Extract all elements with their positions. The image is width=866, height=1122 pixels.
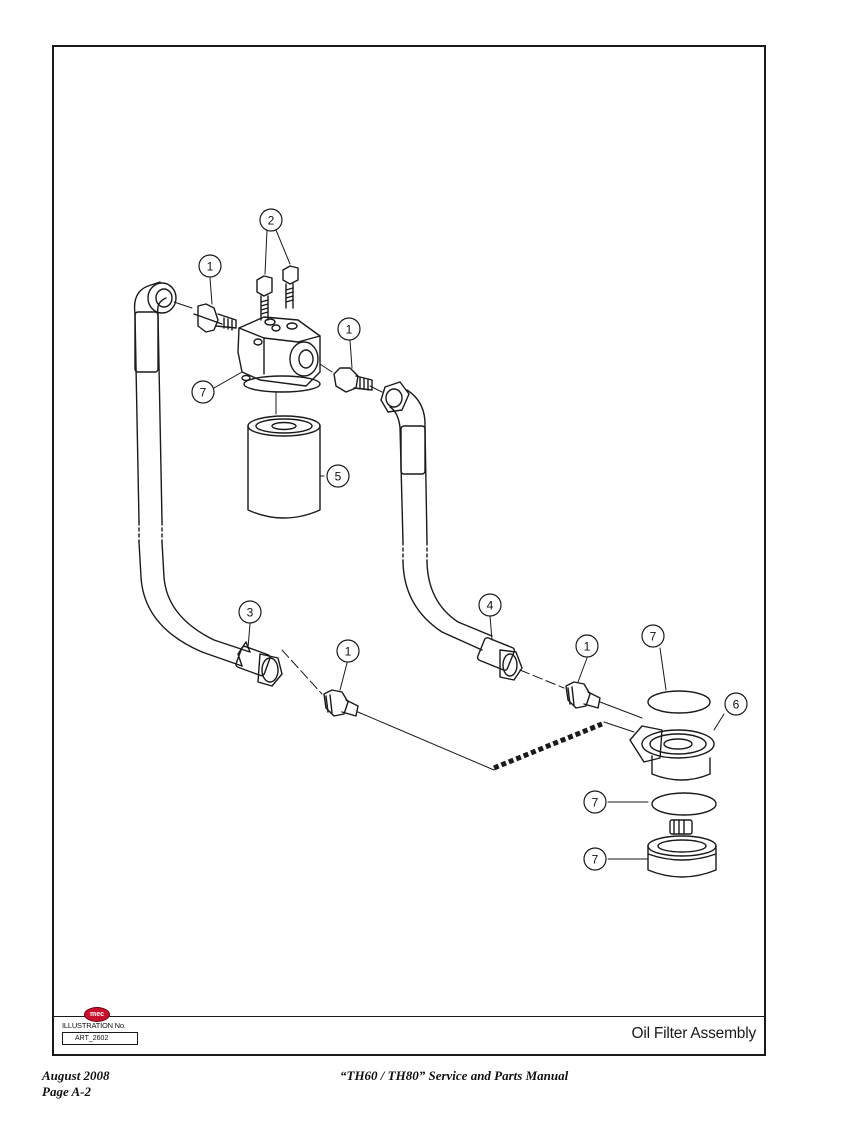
callout-1-upper-right: 1 xyxy=(337,317,361,341)
callout-label: 7 xyxy=(200,386,207,400)
connecting-tube xyxy=(493,721,603,771)
callouts: 1 2 1 7 5 1 3 4 1 7 6 7 7 xyxy=(191,208,748,871)
remote-filter-element xyxy=(647,819,717,878)
callout-label: 1 xyxy=(346,323,353,337)
footer-manual-title: “TH60 / TH80” Service and Parts Manual xyxy=(340,1068,569,1083)
fitting-upper-left xyxy=(193,303,237,333)
fitting-upper-right xyxy=(333,367,373,393)
figure-title: Oil Filter Assembly xyxy=(631,1025,756,1042)
hose-left xyxy=(133,281,283,687)
callout-label: 2 xyxy=(268,214,275,228)
page-frame: 1 2 1 7 5 1 3 4 1 7 6 7 7 mec ILLUSTRATI… xyxy=(52,45,766,1056)
illustration-label: ILLUSTRATION No. xyxy=(62,1021,126,1030)
hose-right xyxy=(380,381,523,681)
callout-7-o-ring-upper: 7 xyxy=(641,624,665,648)
remote-filter-base xyxy=(603,721,715,781)
callout-label: 3 xyxy=(247,606,254,620)
callout-label: 1 xyxy=(207,260,214,274)
callout-label: 7 xyxy=(592,853,599,867)
footer-date: August 2008 xyxy=(42,1068,110,1083)
footer-page-number: Page A-2 xyxy=(42,1084,91,1099)
centerlines xyxy=(173,301,643,771)
filter-cartridge xyxy=(247,391,321,519)
callout-2-bolts: 2 xyxy=(259,208,283,232)
callout-4-right-hose: 4 xyxy=(478,593,502,617)
callout-label: 7 xyxy=(650,630,657,644)
callout-7-filter-element: 7 xyxy=(583,847,607,871)
callout-label: 4 xyxy=(487,599,494,613)
filter-head xyxy=(237,316,321,393)
illustration-number: ART_2602 xyxy=(62,1032,138,1045)
callout-7-o-ring-lower: 7 xyxy=(583,790,607,814)
callout-3-left-hose: 3 xyxy=(238,600,262,624)
title-block: mec ILLUSTRATION No. ART_2602 Oil Filter… xyxy=(54,1007,764,1054)
mec-logo: mec xyxy=(84,1007,110,1022)
callout-label: 1 xyxy=(345,645,352,659)
bolt-left xyxy=(256,275,273,321)
callout-7-filter-head: 7 xyxy=(191,380,215,404)
oil-filter-diagram: 1 2 1 7 5 1 3 4 1 7 6 7 7 xyxy=(133,208,748,878)
fitting-lower-left xyxy=(323,689,359,717)
leader-lines xyxy=(209,229,725,860)
callout-1-lower-right: 1 xyxy=(575,634,599,658)
callout-5-filter: 5 xyxy=(326,464,350,488)
fitting-lower-right xyxy=(565,681,601,709)
callout-1-lower-left: 1 xyxy=(336,639,360,663)
callout-label: 1 xyxy=(584,640,591,654)
o-ring-lower xyxy=(651,792,717,816)
callout-label: 6 xyxy=(733,698,740,712)
o-ring-upper xyxy=(647,690,711,714)
callout-label: 7 xyxy=(592,796,599,810)
callout-6-filter-base: 6 xyxy=(724,692,748,716)
bolt-right xyxy=(282,265,299,309)
callout-label: 5 xyxy=(335,470,342,484)
callout-1-upper-left: 1 xyxy=(198,254,222,278)
